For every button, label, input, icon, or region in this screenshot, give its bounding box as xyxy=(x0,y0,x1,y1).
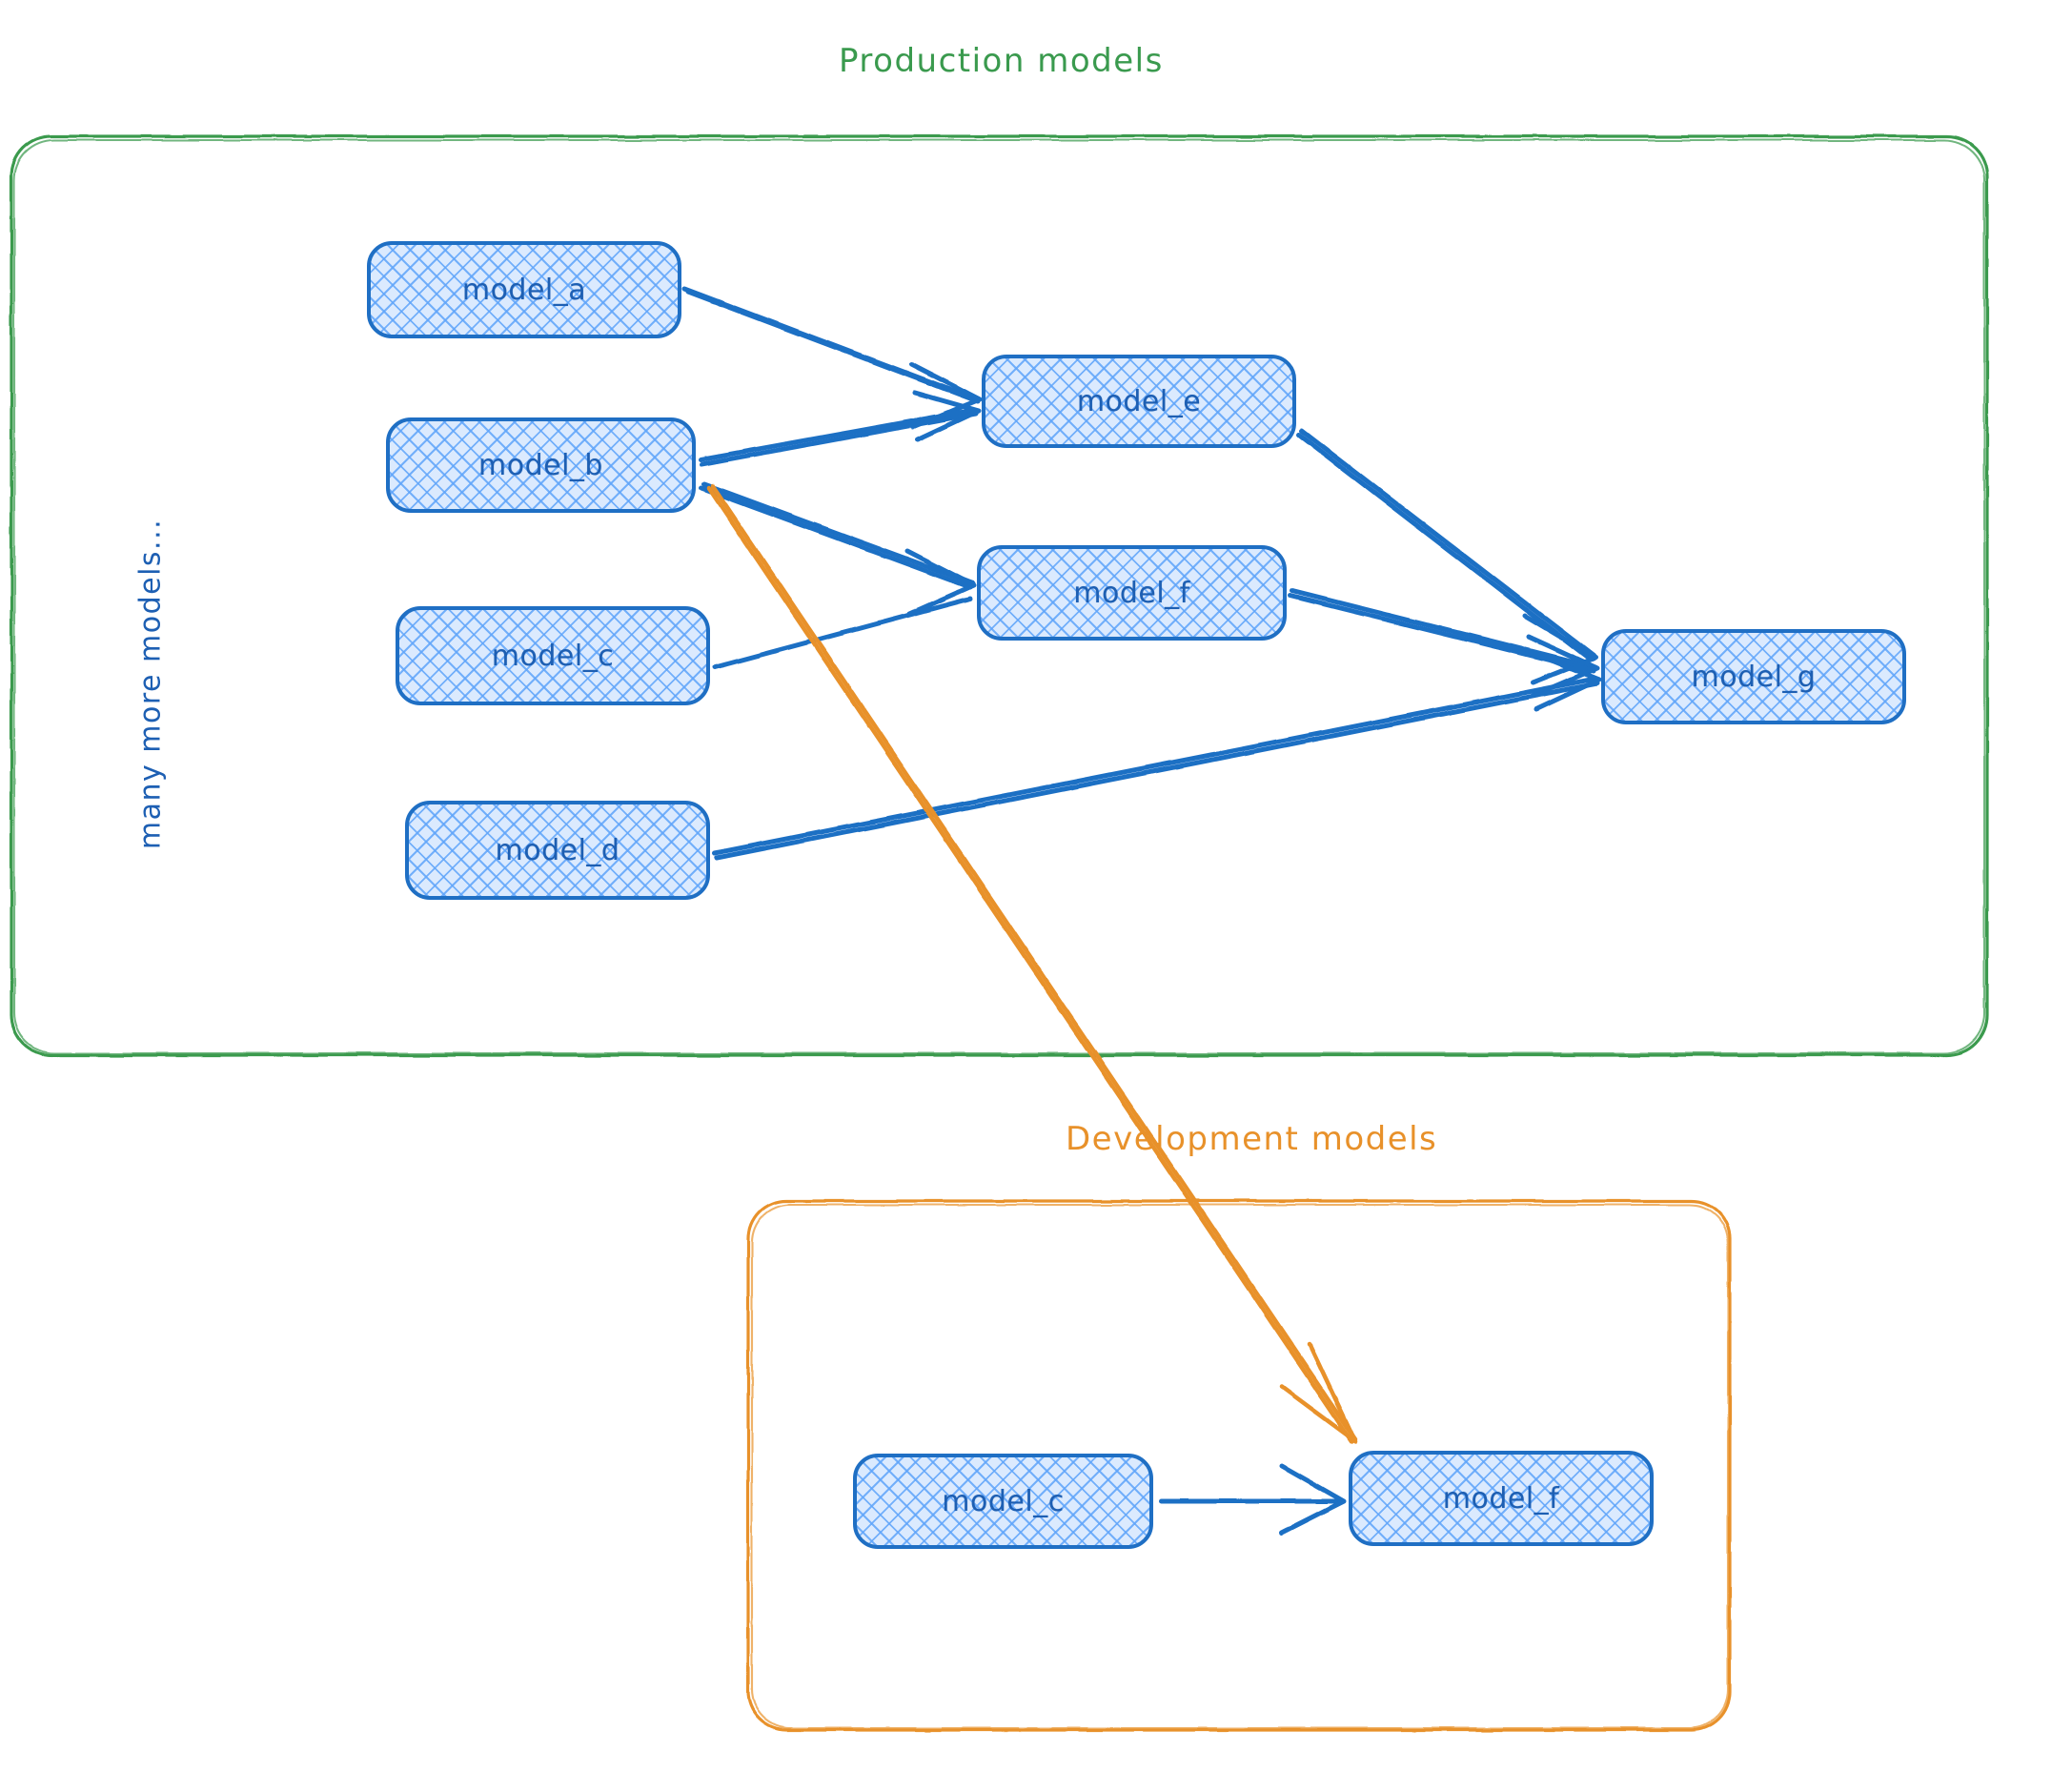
node-dev-model-f[interactable]: model_f xyxy=(1349,1451,1654,1546)
node-model-e[interactable]: model_e xyxy=(982,355,1296,448)
node-model-a[interactable]: model_a xyxy=(367,241,681,338)
node-model-d[interactable]: model_d xyxy=(405,801,710,900)
edge-model-c-to-model-f xyxy=(712,596,973,670)
edge-dev-model-c-to-dev-model-f xyxy=(1158,1463,1347,1536)
node-model-g[interactable]: model_g xyxy=(1601,629,1906,724)
node-dev-model-c[interactable]: model_c xyxy=(853,1454,1153,1549)
production-group-label: Production models xyxy=(839,42,1164,80)
node-label: model_g xyxy=(1691,660,1817,694)
node-label: model_c xyxy=(942,1484,1065,1518)
node-label: model_a xyxy=(461,273,587,307)
development-group-label: Development models xyxy=(1066,1120,1438,1158)
edge-model-b-to-model-e xyxy=(698,390,982,467)
node-label: model_e xyxy=(1076,384,1202,418)
node-label: model_d xyxy=(495,833,620,867)
node-label: model_b xyxy=(478,448,603,482)
node-model-f[interactable]: model_f xyxy=(977,545,1287,641)
edge-model-b-to-model-f xyxy=(699,481,977,617)
node-model-b[interactable]: model_b xyxy=(386,417,696,513)
edge-prod-model-b-to-dev-model-f xyxy=(706,483,1358,1444)
development-group-frame xyxy=(746,1199,1732,1732)
node-label: model_c xyxy=(491,639,615,673)
edge-model-e-to-model-g xyxy=(1296,428,1598,685)
production-group-frame xyxy=(10,134,1989,1057)
edge-model-d-to-model-g xyxy=(712,649,1602,861)
node-label: model_f xyxy=(1073,576,1190,610)
node-model-c[interactable]: model_c xyxy=(396,606,710,705)
node-label: model_f xyxy=(1442,1481,1560,1516)
